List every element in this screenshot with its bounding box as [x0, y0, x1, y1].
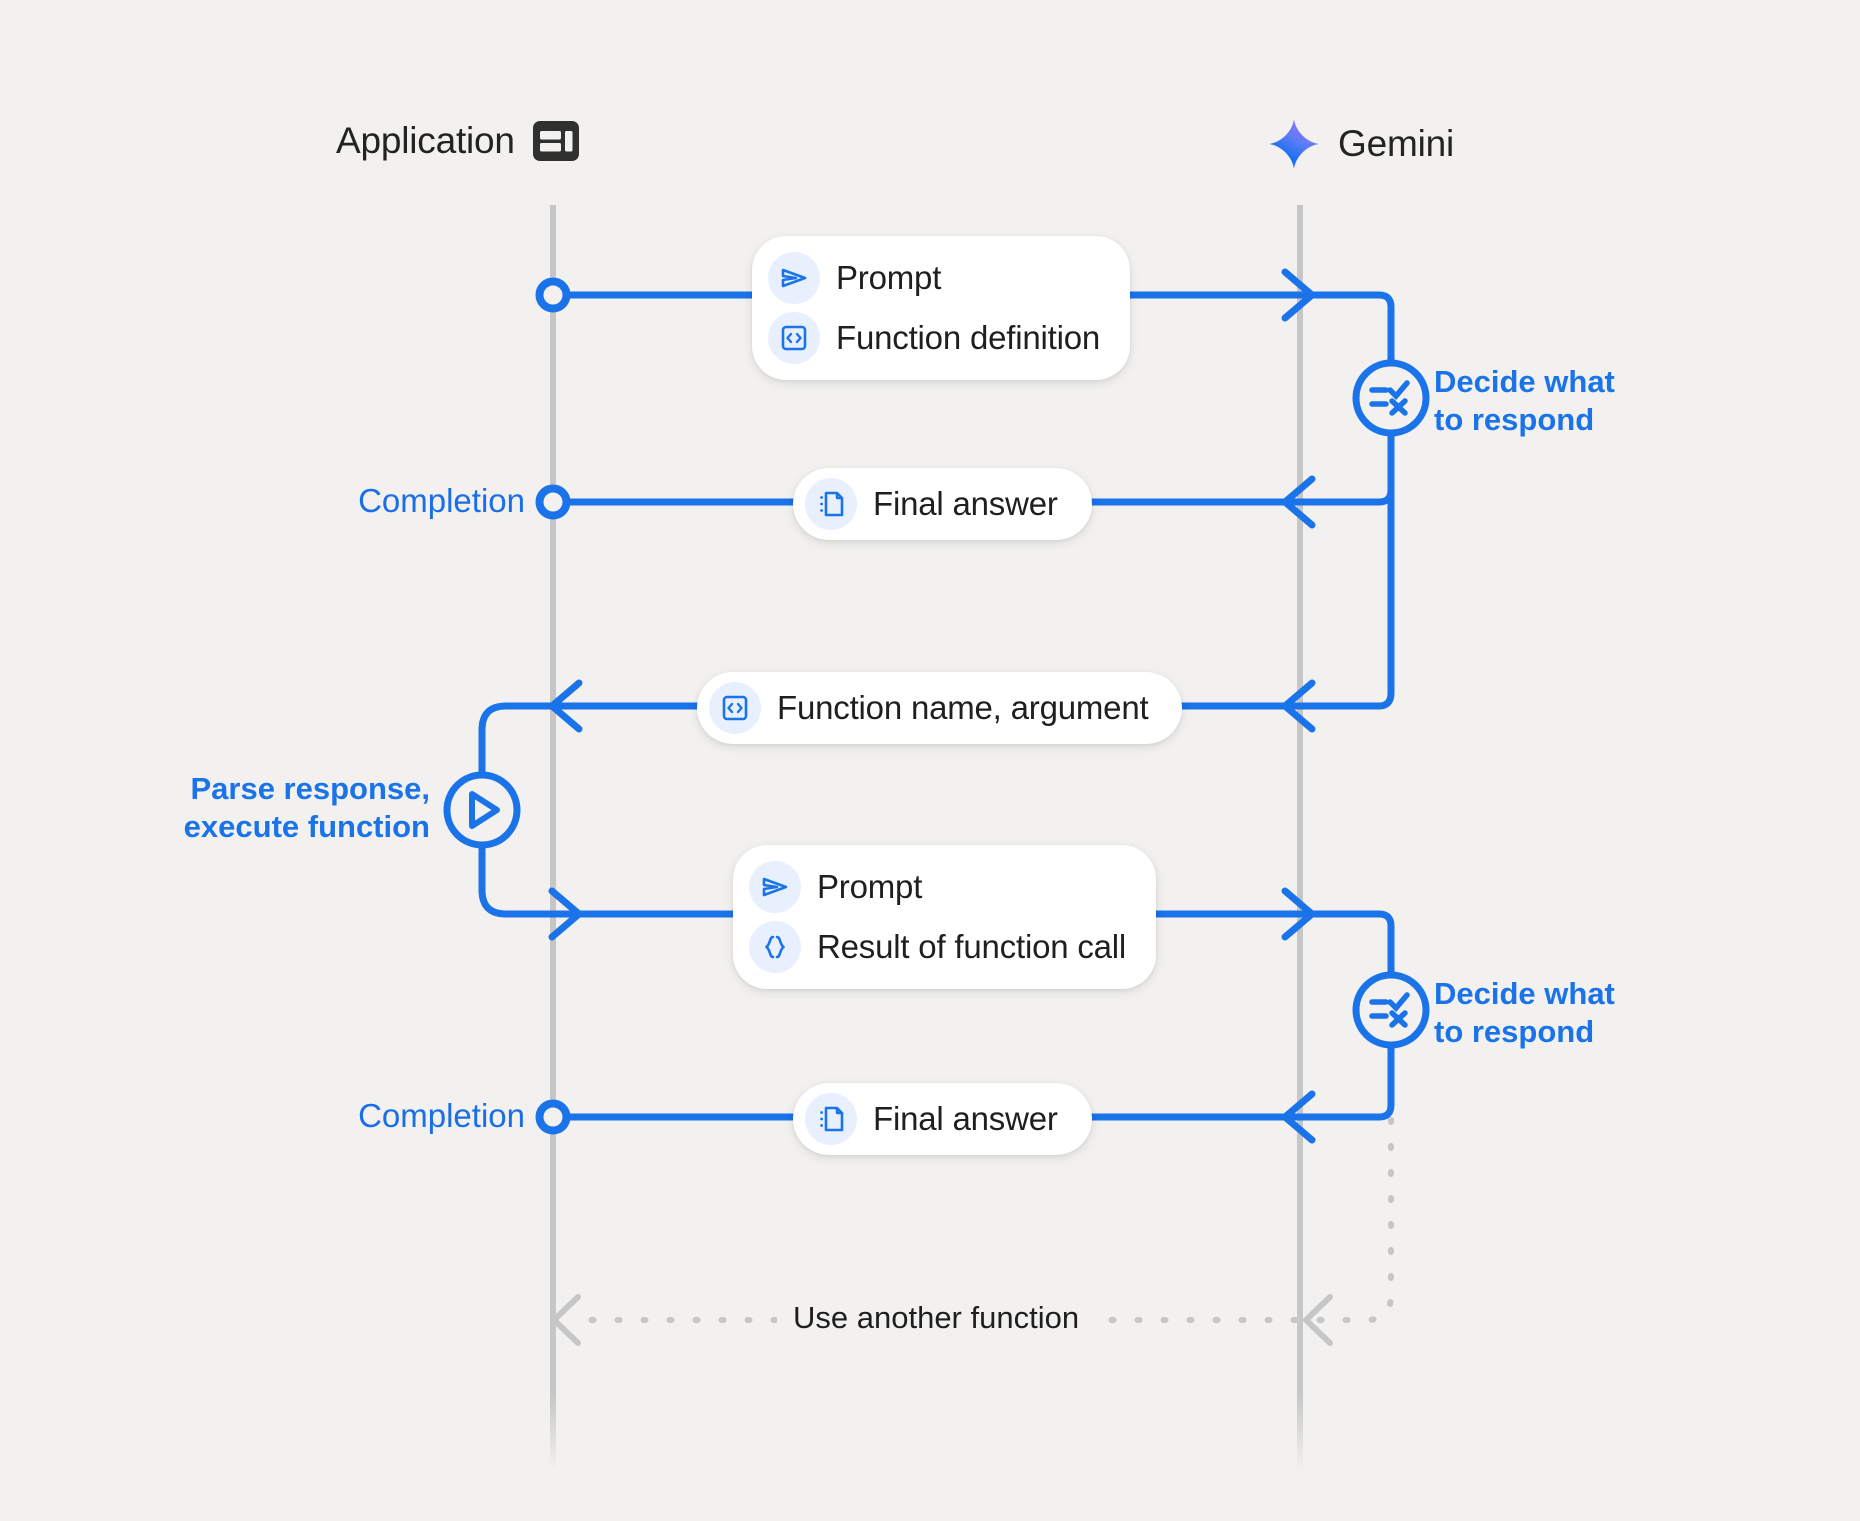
- card-label: Prompt: [836, 259, 942, 296]
- lane-title-application: Application: [336, 120, 515, 161]
- decide-node-1: [1352, 359, 1430, 437]
- card-response-2[interactable]: Final answer: [793, 1083, 1092, 1155]
- completion-node-2: [535, 1099, 571, 1135]
- card-request-1[interactable]: Prompt Function definition: [752, 236, 1131, 380]
- curly-braces-icon: [749, 921, 801, 973]
- card-response-1[interactable]: Final answer: [793, 468, 1092, 540]
- annotation-completion-2: Completion: [358, 1097, 525, 1134]
- code-brackets-box-icon: [709, 682, 761, 734]
- document-icon: [805, 1093, 857, 1145]
- card-label: Result of function call: [817, 928, 1127, 965]
- annotation-decide-1: Decide what to respond: [1434, 364, 1615, 437]
- card-row-prompt: Prompt: [768, 252, 1100, 304]
- card-function-call[interactable]: Function name, argument: [697, 672, 1183, 744]
- card-request-2[interactable]: Prompt Result of function call: [733, 845, 1157, 989]
- card-label: Function definition: [836, 319, 1101, 356]
- decide-node-2: [1352, 971, 1430, 1049]
- loopback-dashed-path: [551, 1117, 1394, 1346]
- code-brackets-box-icon: [768, 312, 820, 364]
- document-icon: [805, 478, 857, 530]
- gemini-sparkle-icon: [1268, 118, 1320, 170]
- card-row-prompt: Prompt: [749, 861, 1126, 913]
- card-label: Function name, argument: [777, 689, 1149, 726]
- lane-header-application: Application: [336, 120, 579, 162]
- annotation-decide-2: Decide what to respond: [1434, 976, 1615, 1049]
- card-label: Prompt: [817, 868, 923, 905]
- lane-title-gemini: Gemini: [1338, 123, 1454, 164]
- app-window-icon: [532, 121, 579, 161]
- annotation-loop-back: Use another function: [777, 1300, 1096, 1336]
- card-row-final-answer: Final answer: [805, 1093, 1058, 1145]
- send-prompt-icon: [768, 252, 820, 304]
- card-row-function-name: Function name, argument: [709, 682, 1149, 734]
- arrow-response-2: [549, 1041, 1395, 1144]
- lane-header-gemini: Gemini: [1268, 118, 1454, 170]
- card-row-function-definition: Function definition: [768, 312, 1100, 364]
- start-node: [535, 277, 571, 313]
- send-prompt-icon: [749, 861, 801, 913]
- card-row-function-result: Result of function call: [749, 921, 1126, 973]
- annotation-parse-execute: Parse response, execute function: [183, 771, 430, 844]
- lifeline-application-fade: [550, 1300, 556, 1470]
- lifeline-gemini-fade: [1297, 1300, 1303, 1470]
- card-row-final-answer: Final answer: [805, 478, 1058, 530]
- card-label: Final answer: [873, 1100, 1058, 1137]
- execute-node: [443, 771, 521, 849]
- card-label: Final answer: [873, 485, 1058, 522]
- arrow-request-1: [549, 268, 1395, 384]
- annotation-completion-1: Completion: [358, 482, 525, 519]
- completion-node-1: [535, 484, 571, 520]
